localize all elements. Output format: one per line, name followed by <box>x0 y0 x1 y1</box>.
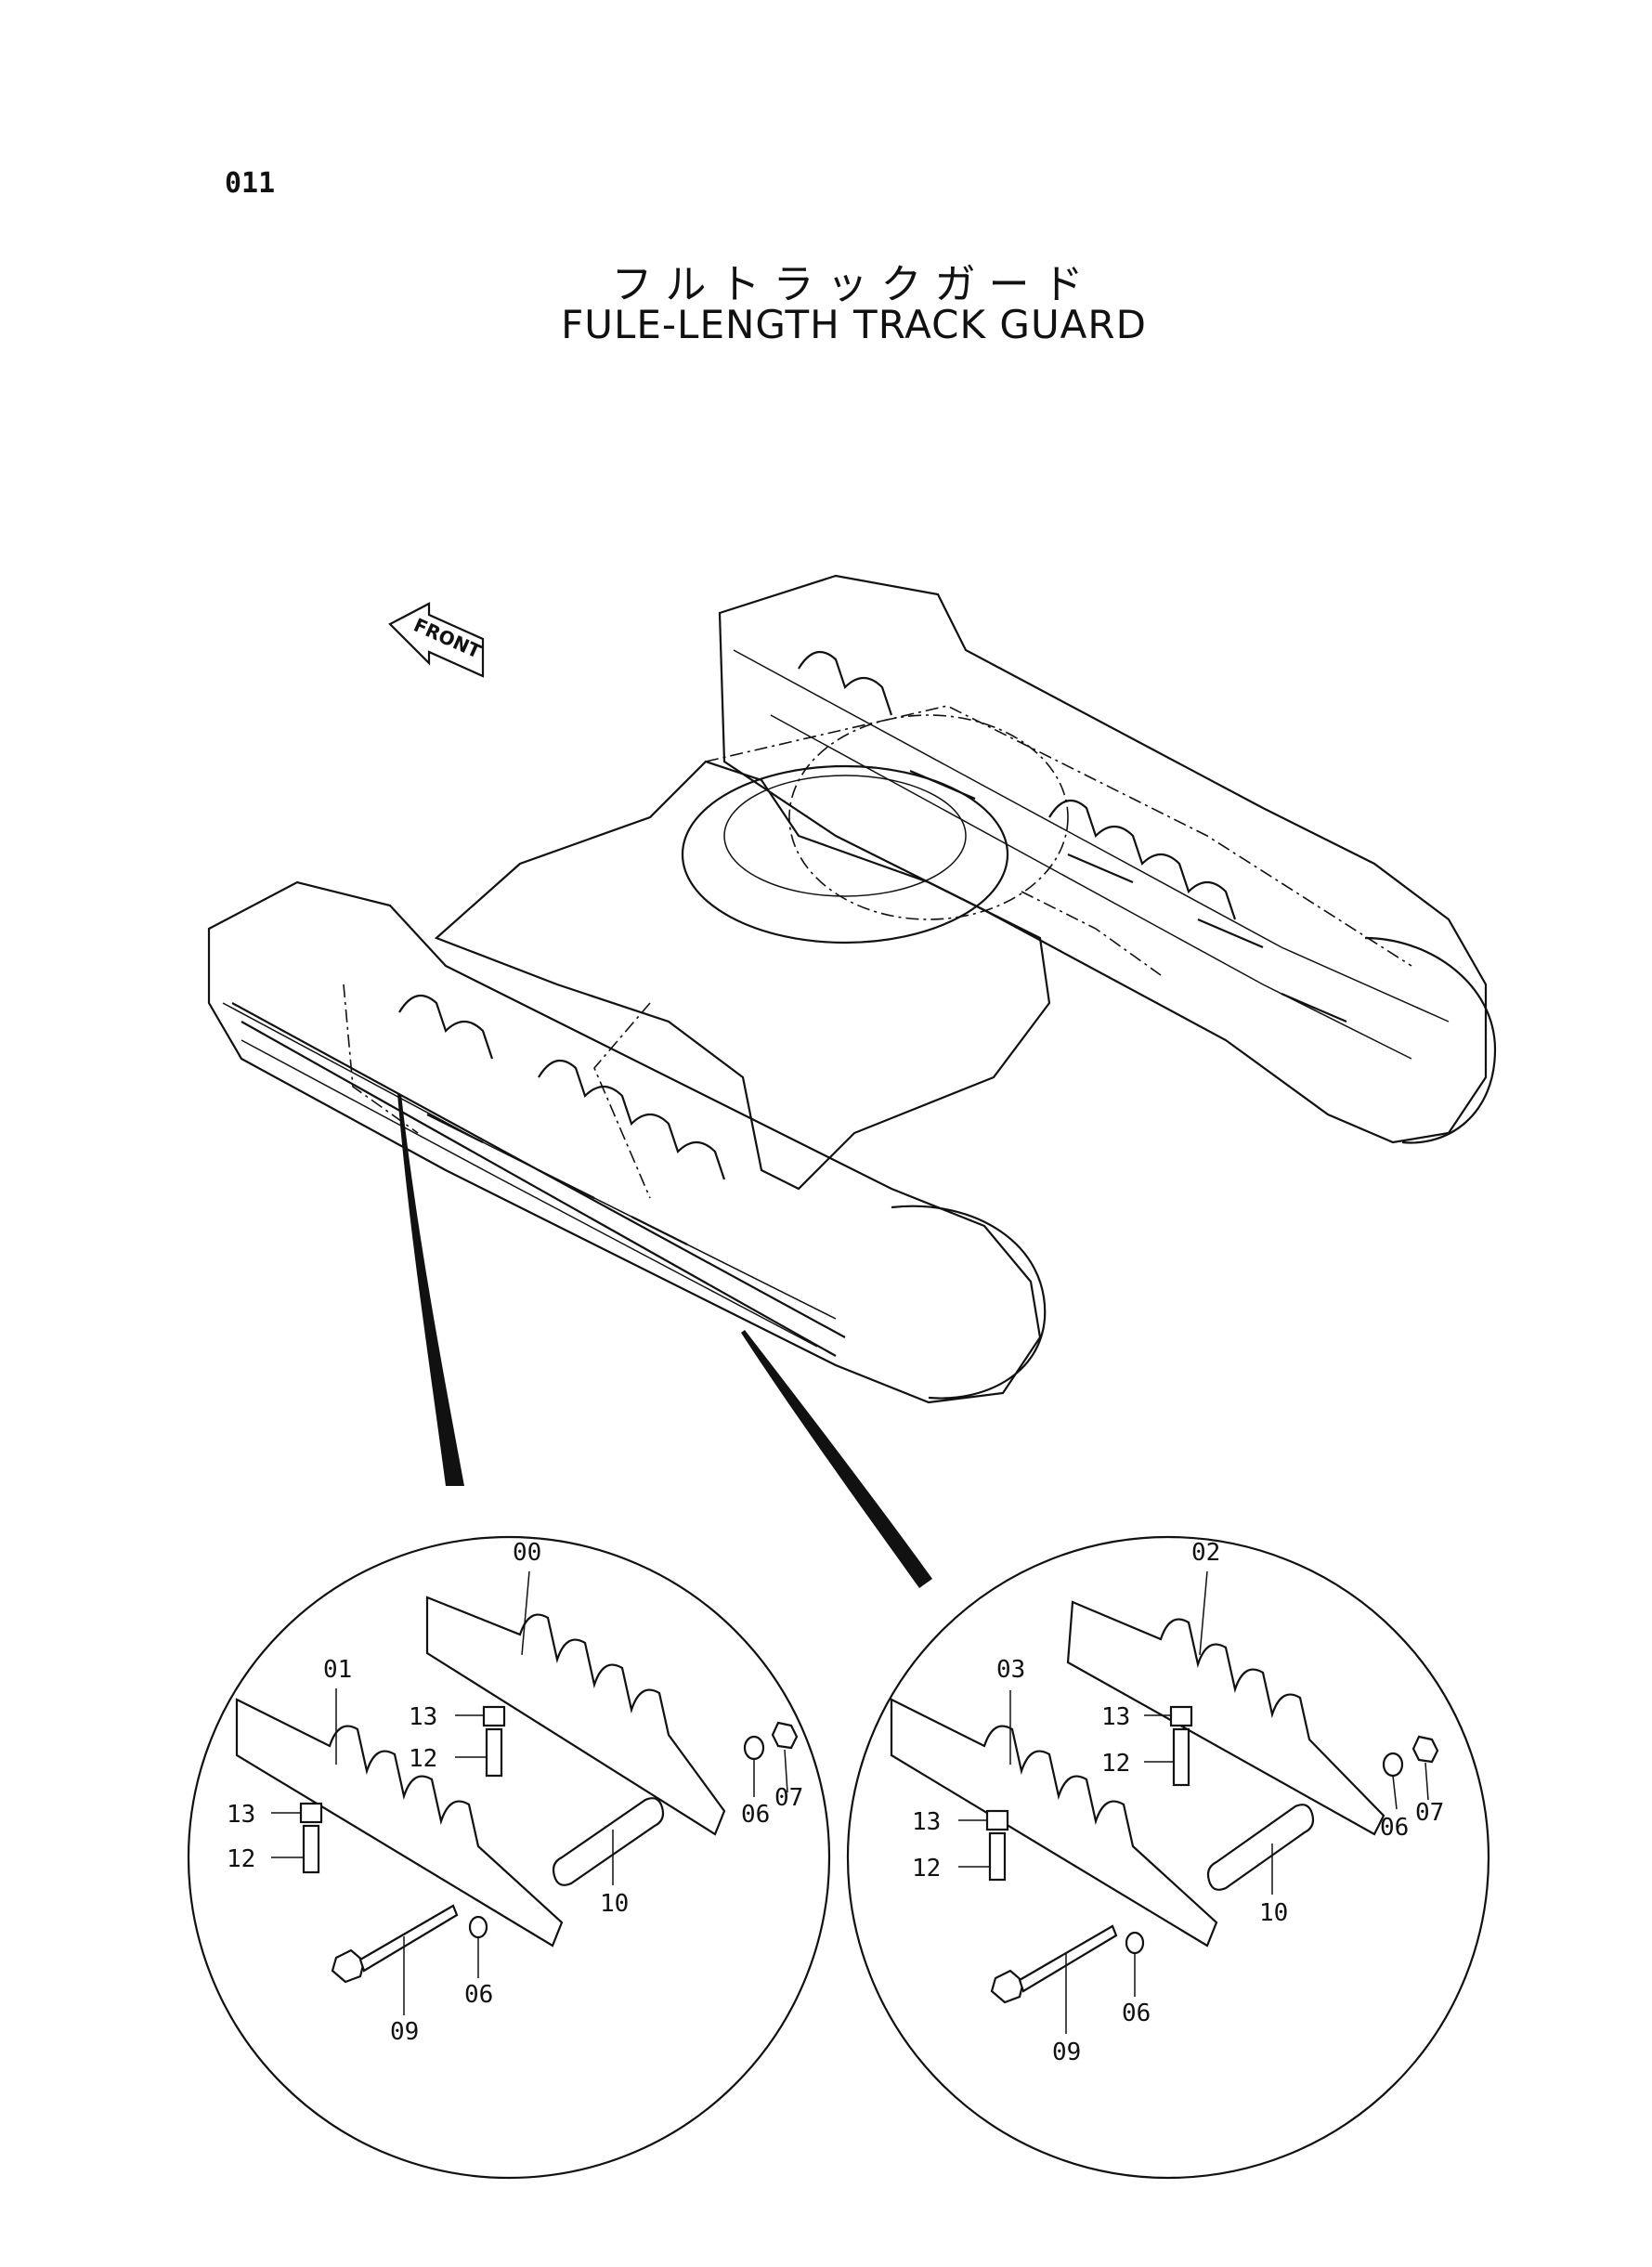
right-label-13a: 13 <box>1101 1703 1130 1731</box>
undercarriage-assembly <box>207 574 1497 1404</box>
right-label-07: 07 <box>1415 1799 1444 1827</box>
left-label-10: 10 <box>600 1890 629 1918</box>
right-label-13b: 13 <box>912 1808 941 1836</box>
right-label-12b: 12 <box>912 1855 941 1883</box>
front-track-guard <box>231 994 846 1357</box>
left-label-13a: 13 <box>409 1703 437 1731</box>
right-label-10: 10 <box>1259 1899 1288 1927</box>
right-detail: 02 03 13 12 13 12 06 07 10 06 09 <box>846 1535 1490 2180</box>
left-label-12b: 12 <box>227 1845 255 1873</box>
right-label-06b: 06 <box>1122 2000 1151 2027</box>
rear-track-guard <box>798 650 1347 1023</box>
callout-leaders <box>397 1094 932 1588</box>
title-english: FULE-LENGTH TRACK GUARD <box>561 302 1147 347</box>
left-label-13b: 13 <box>227 1801 255 1829</box>
left-detail: 00 01 13 12 13 12 06 07 10 06 09 <box>187 1535 831 2180</box>
right-label-09: 09 <box>1052 2039 1081 2066</box>
right-label-02: 02 <box>1191 1539 1220 1567</box>
right-label-03: 03 <box>996 1656 1025 1684</box>
left-label-01: 01 <box>323 1656 352 1684</box>
left-label-09: 09 <box>390 2018 419 2046</box>
right-label-12a: 12 <box>1101 1750 1130 1778</box>
left-label-06a: 06 <box>741 1801 770 1829</box>
left-label-07: 07 <box>774 1784 803 1812</box>
left-label-12a: 12 <box>409 1745 437 1773</box>
left-label-06b: 06 <box>464 1981 493 2009</box>
page-code: 011 <box>225 167 276 200</box>
right-label-06a: 06 <box>1380 1814 1409 1842</box>
left-label-00: 00 <box>513 1539 541 1567</box>
front-arrow-icon: FRONT <box>388 602 485 678</box>
title-japanese: フルトラックガード <box>611 261 1097 308</box>
